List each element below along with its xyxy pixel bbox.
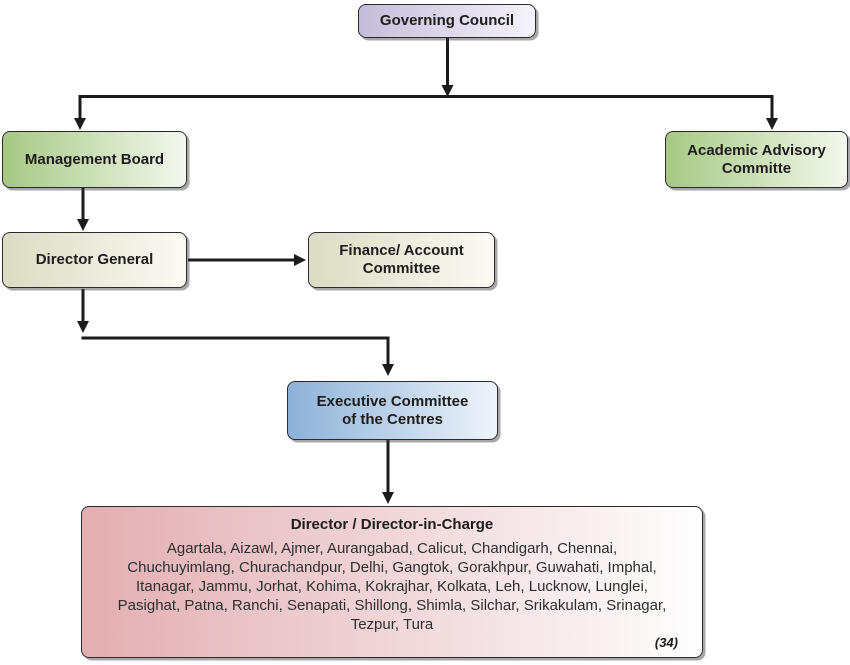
- centres-count: (34): [654, 635, 678, 651]
- node-governing-council: Governing Council: [358, 4, 536, 38]
- centres-list-line: Tezpur, Tura: [350, 616, 434, 633]
- node-management-board: Management Board: [2, 131, 187, 188]
- academic-advisory-label: Academic Advisory Committe: [687, 141, 826, 177]
- centres-list-line: Agartala, Aizawl, Ajmer, Aurangabad, Cal…: [166, 540, 618, 557]
- centres-list-line: Pasighat, Patna, Ranchi, Senapati, Shill…: [117, 597, 667, 614]
- connector-management-to-dg: [77, 188, 89, 231]
- connector-executive-to-directors: [382, 440, 394, 504]
- governing-council-label: Governing Council: [379, 12, 515, 29]
- connector-governing-to-bar: [441, 37, 454, 97]
- node-academic-advisory-committee: Academic Advisory Committe: [665, 131, 848, 188]
- connector-dg-to-finance: [188, 254, 306, 266]
- node-director-general: Director General: [2, 232, 187, 288]
- node-finance-account-committee: Finance/ Account Committee: [308, 232, 495, 288]
- finance-account-label: Finance/ Account Committee: [339, 242, 464, 277]
- director-in-charge-title: Director / Director-in-Charge: [290, 516, 494, 533]
- centres-list-line: Itanagar, Jammu, Jorhat, Kohima, Kokrajh…: [136, 578, 648, 595]
- management-board-label: Management Board: [24, 150, 165, 168]
- node-executive-committee: Executive Committee of the Centres: [287, 381, 498, 440]
- director-general-label: Director General: [35, 251, 154, 268]
- centres-list-line: Chuchuyimlang, Churachandpur, Delhi, Gan…: [127, 559, 657, 576]
- connector-dg-to-executive: [77, 289, 394, 376]
- connector-distribution-bar: [74, 95, 778, 130]
- node-director-in-charge: Director / Director-in-Charge Agartala, …: [81, 506, 703, 658]
- executive-committee-label: Executive Committee of the Centres: [316, 392, 469, 428]
